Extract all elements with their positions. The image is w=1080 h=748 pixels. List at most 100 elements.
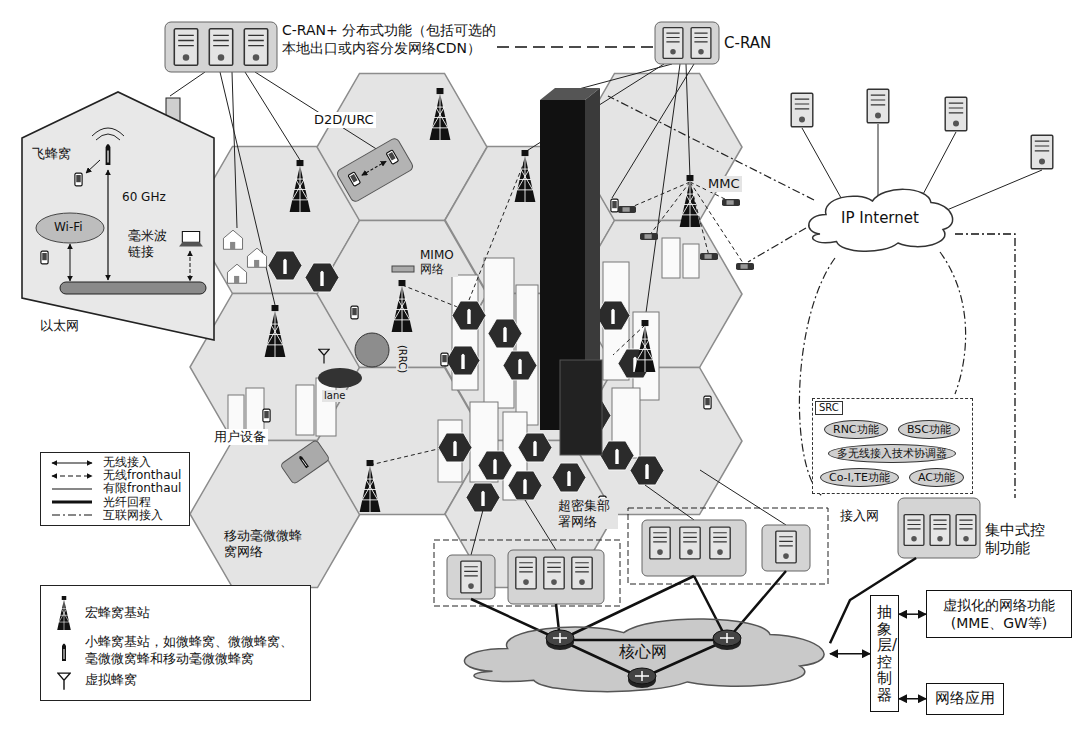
- function-oval: BSC功能: [898, 420, 960, 439]
- vehicles: [736, 263, 754, 270]
- legend-text: 有限fronthaul: [103, 482, 181, 495]
- callout-label: 毫米波链接: [126, 228, 172, 259]
- legend-entry: 互联网接入: [47, 509, 181, 522]
- node-text: Co-I,TE功能: [829, 471, 890, 484]
- mobile-femtocell: [280, 440, 330, 485]
- ultra-dense-servers: [762, 525, 810, 571]
- controller-column: 抽象层/控制器: [870, 595, 899, 712]
- ultra-dense-servers: [642, 520, 746, 576]
- node-text: C-RAN+ 分布式功能（包括可选的本地出口或内容分发网络CDN）: [282, 22, 497, 57]
- legend-entry: 虚拟蜂窝: [49, 672, 300, 690]
- phones: [263, 199, 711, 509]
- server-racks: [165, 22, 277, 72]
- node-text: BSC功能: [907, 423, 951, 436]
- legend-entry: 小蜂窝基站，如微蜂窝、微微蜂窝、毫微微窝蜂和移动毫微微蜂窝: [49, 634, 300, 668]
- small-cells: [503, 351, 537, 380]
- buildings: [228, 238, 699, 500]
- core-links: [471, 571, 786, 678]
- internet-cloud: IP Internet: [805, 180, 955, 255]
- houses: [227, 264, 246, 283]
- ultra-dense-servers: [461, 561, 481, 593]
- d2d-cluster: [336, 137, 415, 203]
- macro-towers: [515, 150, 536, 202]
- node-text: 抽象层/控制器: [877, 604, 892, 703]
- small-cells: [630, 456, 664, 485]
- callout-label: MIMO网络: [418, 248, 458, 277]
- internet-links: [940, 252, 966, 394]
- small-cells: [446, 346, 480, 375]
- server-racks: [956, 515, 976, 546]
- vehicles: [700, 253, 718, 260]
- small-cells: [596, 301, 630, 330]
- callout-label: (RRC): [396, 343, 408, 375]
- ultra-dense-servers: [572, 557, 592, 589]
- server-racks: [930, 515, 950, 546]
- node-text: AC功能: [918, 471, 955, 484]
- ultra-dense-servers: [434, 470, 828, 606]
- legend-entry: 无线fronthaul: [47, 469, 181, 482]
- core-network-cloud: 核心网: [455, 608, 830, 696]
- vehicles: [618, 199, 754, 270]
- ultra-dense-servers: [776, 531, 796, 563]
- buildings: [683, 244, 699, 278]
- line-sample: [52, 488, 92, 489]
- d2d-cluster: [336, 137, 415, 203]
- phones: [263, 409, 270, 422]
- fronthaul-links: [469, 160, 525, 300]
- legend-sample: [49, 458, 95, 468]
- line-sample: [52, 475, 92, 476]
- tall-building: [540, 88, 602, 455]
- symbol-sample: [62, 643, 66, 661]
- internet-servers: [945, 97, 967, 131]
- core-links: [471, 571, 786, 678]
- function-box: 虚拟化的网络功能(MME、GW等): [926, 590, 1072, 638]
- small-cells: [466, 483, 500, 512]
- ultra-dense-servers: [544, 557, 564, 589]
- phones: [611, 199, 618, 212]
- phones: [704, 396, 711, 409]
- femtocell-house: [106, 144, 111, 165]
- internet-links: [748, 228, 806, 262]
- node-text: 核心网: [619, 642, 667, 663]
- callout-label: 以太网: [38, 318, 81, 334]
- femtocell-house: [41, 251, 48, 264]
- cran-links: [245, 72, 300, 160]
- callout-label: MMC: [706, 176, 742, 192]
- node-text: RNC功能: [833, 423, 879, 436]
- legend-sample: [49, 510, 95, 520]
- server-racks: [165, 22, 980, 558]
- small-cells: [305, 263, 339, 292]
- function-oval: AC功能: [909, 468, 964, 487]
- panel-heading: SRC: [815, 401, 843, 415]
- small-cells: [268, 251, 664, 512]
- legend-box: 无线接入无线fronthaul有限fronthaul光纤回程互联网接入: [40, 452, 190, 526]
- node-text-block: C-RAN+ 分布式功能（包括可选的本地出口或内容分发网络CDN）: [282, 22, 497, 57]
- cran-links: [232, 72, 237, 228]
- router-symbols: [713, 630, 741, 650]
- control-user-plane: [318, 333, 389, 388]
- core-network-fill: [464, 619, 824, 692]
- cran-links: [255, 72, 378, 150]
- vehicles: [640, 233, 658, 240]
- node-text-block: 集中式控制功能: [985, 521, 1049, 559]
- houses: [247, 248, 266, 267]
- macro-towers: [360, 460, 381, 512]
- small-cells: [438, 433, 472, 462]
- router-symbols: [628, 668, 656, 688]
- node-text-block: 核心网: [619, 642, 667, 663]
- server-racks: [655, 22, 719, 64]
- legend-entry: 宏蜂窝基站: [49, 596, 300, 630]
- server-racks: [174, 29, 197, 65]
- femtocell-house: [70, 244, 71, 281]
- legend-entry: 无线接入: [47, 456, 181, 469]
- router-symbols: [546, 630, 741, 688]
- callout-label: 60 GHz: [120, 190, 168, 204]
- node-text: IP Internet: [841, 209, 919, 227]
- small-cells: [478, 451, 512, 480]
- legend-text: 小蜂窝基站，如微蜂窝、微微蜂窝、毫微微窝蜂和移动毫微微蜂窝: [85, 634, 300, 668]
- macro-towers: [392, 280, 413, 332]
- server-racks: [691, 28, 711, 59]
- houses: [223, 230, 242, 249]
- callout-label: Wi-Fi: [52, 220, 85, 234]
- server-racks: [898, 498, 980, 558]
